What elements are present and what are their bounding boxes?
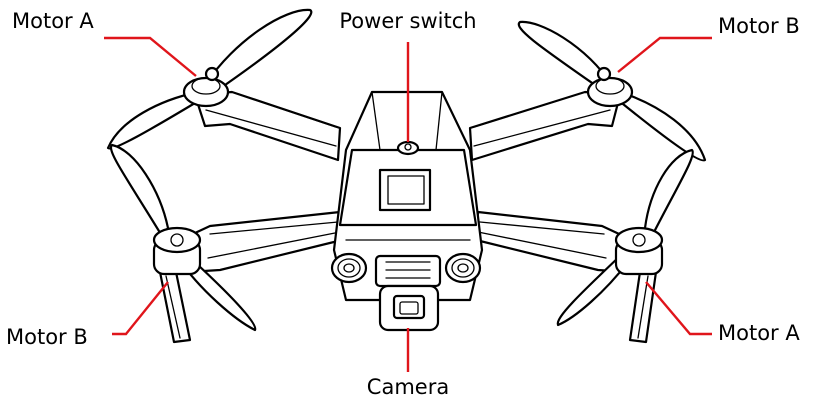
- arm-rear-right: [476, 212, 632, 272]
- front-light-right: [446, 254, 480, 282]
- label-camera: Camera: [367, 375, 449, 399]
- motor-rear-left: [154, 228, 200, 274]
- power-switch-button: [398, 142, 418, 154]
- camera-gimbal: [376, 256, 440, 330]
- label-motor-b-bottom-left: Motor B: [6, 325, 88, 349]
- leader-motor-b-top-right: [618, 38, 712, 72]
- label-motor-b-top-right: Motor B: [718, 14, 800, 38]
- landing-leg-left: [160, 272, 190, 342]
- arm-rear-left: [180, 212, 342, 272]
- leader-motor-b-bottom-left: [112, 282, 168, 334]
- label-power-switch: Power switch: [339, 9, 476, 33]
- leader-motor-a-bottom-right: [646, 282, 712, 334]
- label-motor-a-bottom-right: Motor A: [718, 321, 800, 345]
- label-motor-a-top-left: Motor A: [12, 9, 94, 33]
- leader-motor-a-top-left: [104, 38, 196, 76]
- landing-leg-right: [630, 272, 656, 342]
- motor-rear-right: [616, 228, 662, 274]
- front-light-left: [332, 254, 366, 282]
